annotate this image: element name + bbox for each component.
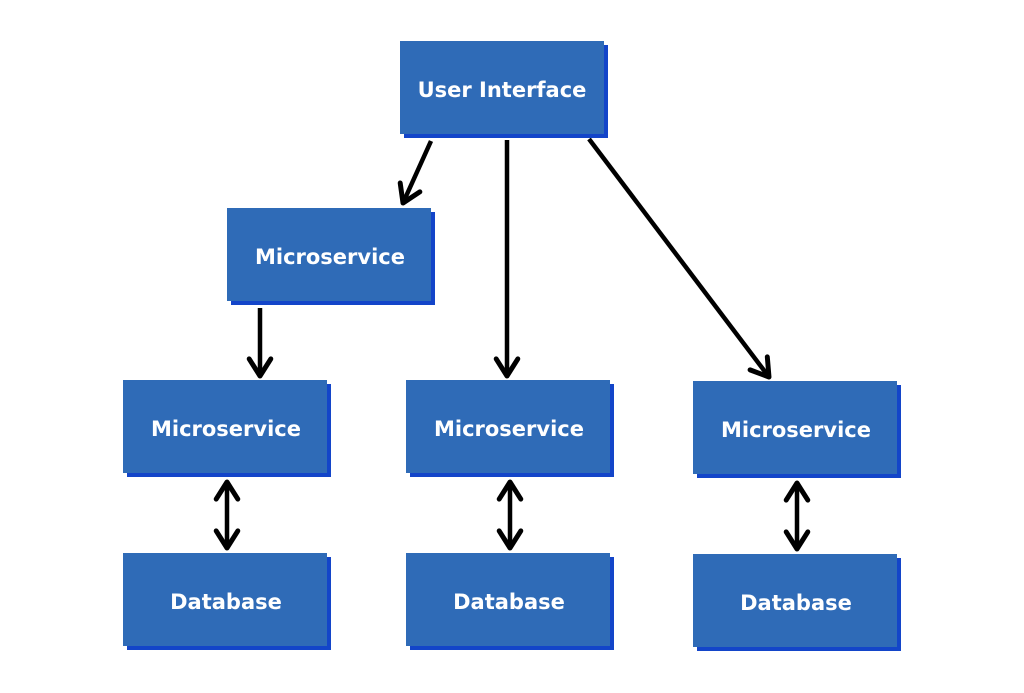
node-microservice-left-label: Microservice <box>151 417 301 441</box>
node-microservice-center-label: Microservice <box>434 417 584 441</box>
node-microservice-top: Microservice <box>227 208 435 305</box>
node-microservice-right-label: Microservice <box>721 418 871 442</box>
node-database-right: Database <box>693 554 901 651</box>
edges <box>213 137 811 552</box>
node-microservice-left: Microservice <box>123 380 331 477</box>
node-microservice-center: Microservice <box>406 380 614 477</box>
node-user-interface: User Interface <box>400 41 608 138</box>
node-microservice-right: Microservice <box>693 381 901 478</box>
edge-ui-to-ms-right <box>587 137 772 380</box>
node-database-left: Database <box>123 553 331 650</box>
node-database-center: Database <box>406 553 614 650</box>
node-database-right-label: Database <box>740 591 852 615</box>
node-database-left-label: Database <box>170 590 282 614</box>
node-microservice-top-label: Microservice <box>255 245 405 269</box>
node-user-interface-label: User Interface <box>418 78 587 102</box>
node-database-center-label: Database <box>453 590 565 614</box>
edge-ui-to-ms-top <box>397 140 434 206</box>
